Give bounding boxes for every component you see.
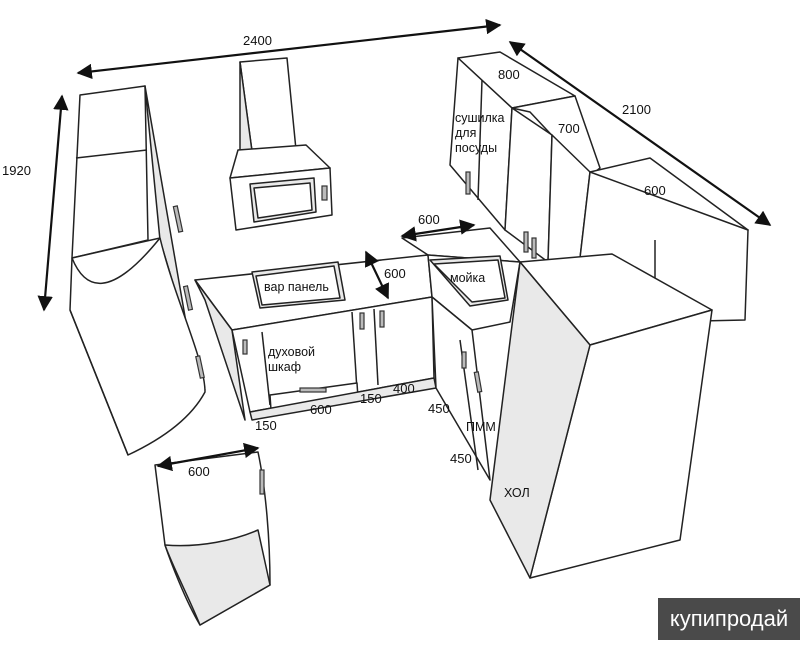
dim-upper-1: 800 <box>498 67 520 82</box>
label-oven-line1: духовой <box>268 345 315 359</box>
dim-sink-depth: 600 <box>418 212 440 227</box>
dim-line-hob-depth <box>365 250 389 300</box>
counter-sink-run <box>401 227 521 481</box>
label-dish-dryer-line2: для <box>455 126 476 140</box>
appliance-labels: сушилка для посуды вар панель духовой шк… <box>264 111 530 500</box>
dim-gap-150-b: 150 <box>360 391 382 406</box>
label-cooktop: вар панель <box>264 280 329 294</box>
range-hood <box>229 57 333 231</box>
label-dish-dryer-line1: сушилка <box>455 111 505 125</box>
watermark-logo: купипродай <box>658 598 800 640</box>
left-tall-cabinet <box>69 85 206 456</box>
dim-right-length: 2100 <box>622 102 651 117</box>
dimension-labels: 2400 1920 2100 800 700 600 600 600 600 1… <box>2 33 666 479</box>
dim-gap-150-a: 150 <box>255 418 277 433</box>
label-oven-line2: шкаф <box>268 360 301 374</box>
dim-left-height: 1920 <box>2 163 31 178</box>
dim-line-total-width <box>76 18 502 80</box>
dim-line-left-height <box>37 94 69 312</box>
dim-oven-width: 600 <box>310 402 332 417</box>
dim-total-width: 2400 <box>243 33 272 48</box>
label-oven: духовой шкаф <box>268 345 319 374</box>
label-dish-dryer-line3: посуды <box>455 141 497 155</box>
dim-cabinet-450: 450 <box>428 401 450 416</box>
dim-dishwasher-450: 450 <box>450 451 472 466</box>
dim-cabinet-400: 400 <box>393 381 415 396</box>
label-dishwasher: ПММ <box>466 420 496 434</box>
dimension-lines <box>37 18 772 472</box>
fridge-unit <box>489 253 713 579</box>
dim-upper-3: 600 <box>644 183 666 198</box>
dim-upper-2: 700 <box>558 121 580 136</box>
dim-line-right-length <box>508 41 772 226</box>
label-fridge: ХОЛ <box>504 486 530 500</box>
dim-line-sink-depth <box>400 219 476 242</box>
corner-curved-cabinet <box>154 451 271 626</box>
label-sink: мойка <box>450 271 485 285</box>
dim-hob-depth: 600 <box>384 266 406 281</box>
dim-peninsula: 600 <box>188 464 210 479</box>
dim-line-peninsula <box>156 442 260 472</box>
label-dish-dryer: сушилка для посуды <box>455 111 508 155</box>
